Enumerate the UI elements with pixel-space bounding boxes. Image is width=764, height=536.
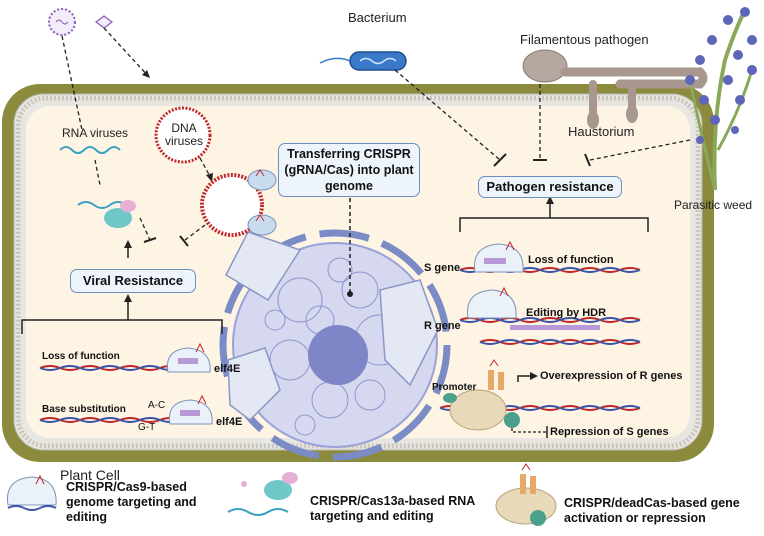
cas9-loss-of-function-viral-icon — [166, 342, 211, 373]
viral-row-2-label: Base substitution — [42, 404, 126, 415]
dna-viruses-text: DNA viruses — [164, 121, 203, 148]
dna-virus-genome — [154, 106, 212, 164]
parasitic-weed-icon — [685, 7, 757, 191]
viral-sub-ac: A-C — [148, 400, 166, 411]
cas9-r-gene-icon — [467, 286, 517, 319]
promoter-label: Promoter — [432, 382, 477, 393]
r-gene-action: Editing by HDR — [526, 307, 607, 319]
legend-cas13a-icon — [227, 472, 298, 516]
legend-cas9-icon — [7, 474, 57, 511]
r-gene-label: R gene — [424, 320, 461, 332]
cas9-s-gene-icon — [474, 240, 524, 273]
label-dna-viruses: DNA viruses — [164, 122, 204, 148]
legend-dcas-label: CRISPR/deadCas-based gene activation or … — [564, 496, 740, 525]
dna-helix-r-gene — [459, 317, 641, 345]
er-plate-bottom — [227, 347, 281, 421]
rna-strand — [59, 146, 121, 154]
dna-plasmid-cut — [200, 173, 264, 237]
cas9-on-plasmid-icon — [247, 169, 277, 236]
nucleolus — [308, 325, 368, 385]
label-parasitic-weed: Parasitic weed — [674, 198, 753, 212]
viral-row-1-gene: elf4E — [214, 363, 241, 375]
legend-dcas-icon — [495, 463, 557, 526]
label-rna-viruses: RNA viruses — [62, 126, 129, 140]
viral-row-1-label: Loss of function — [42, 351, 120, 362]
dna-helix-loss-of-function-viral — [39, 365, 181, 371]
viral-sub-gt: G-T — [138, 422, 156, 433]
legend-cas13a-label: CRISPR/Cas13a-based RNA targeting and ed… — [310, 494, 475, 523]
er-plate-right — [379, 279, 439, 387]
viral-resistance-title: Viral Resistance — [70, 269, 196, 293]
s-gene-label: S gene — [424, 262, 461, 274]
s-gene-action: Loss of function — [528, 254, 614, 266]
er-plate-left — [225, 231, 302, 302]
dcas-activator-icon — [443, 359, 520, 431]
label-bacterium: Bacterium — [348, 10, 407, 25]
overexpression-label: Overexpression of R genes — [540, 370, 683, 382]
label-haustorium: Haustorium — [568, 124, 635, 139]
center-box-text: Transferring CRISPR (gRNA/Cas) into plan… — [284, 147, 414, 193]
viral-row-2-gene: elf4E — [216, 416, 243, 428]
rna-virus-particle-icon — [48, 8, 76, 36]
label-plant-cell: Plant Cell — [60, 467, 120, 483]
repression-label: Repression of S genes — [550, 426, 669, 438]
cas9-base-editor-icon — [168, 394, 213, 425]
cas13a-complex-icon — [77, 200, 136, 228]
legend-cas9-label: CRISPR/Cas9-based genome targeting and e… — [66, 480, 197, 524]
bacterium-icon — [349, 51, 407, 71]
label-filamentous-pathogen: Filamentous pathogen — [520, 32, 649, 47]
filamentous-pathogen-icon — [522, 49, 708, 129]
pathogen-resistance-title: Pathogen resistance — [478, 176, 622, 198]
dna-virus-particle-icon — [95, 15, 113, 29]
center-box-transferring-crispr: Transferring CRISPR (gRNA/Cas) into plan… — [278, 143, 420, 197]
nucleus-envelope — [219, 229, 451, 461]
dna-helix-base-substitution — [39, 417, 181, 423]
